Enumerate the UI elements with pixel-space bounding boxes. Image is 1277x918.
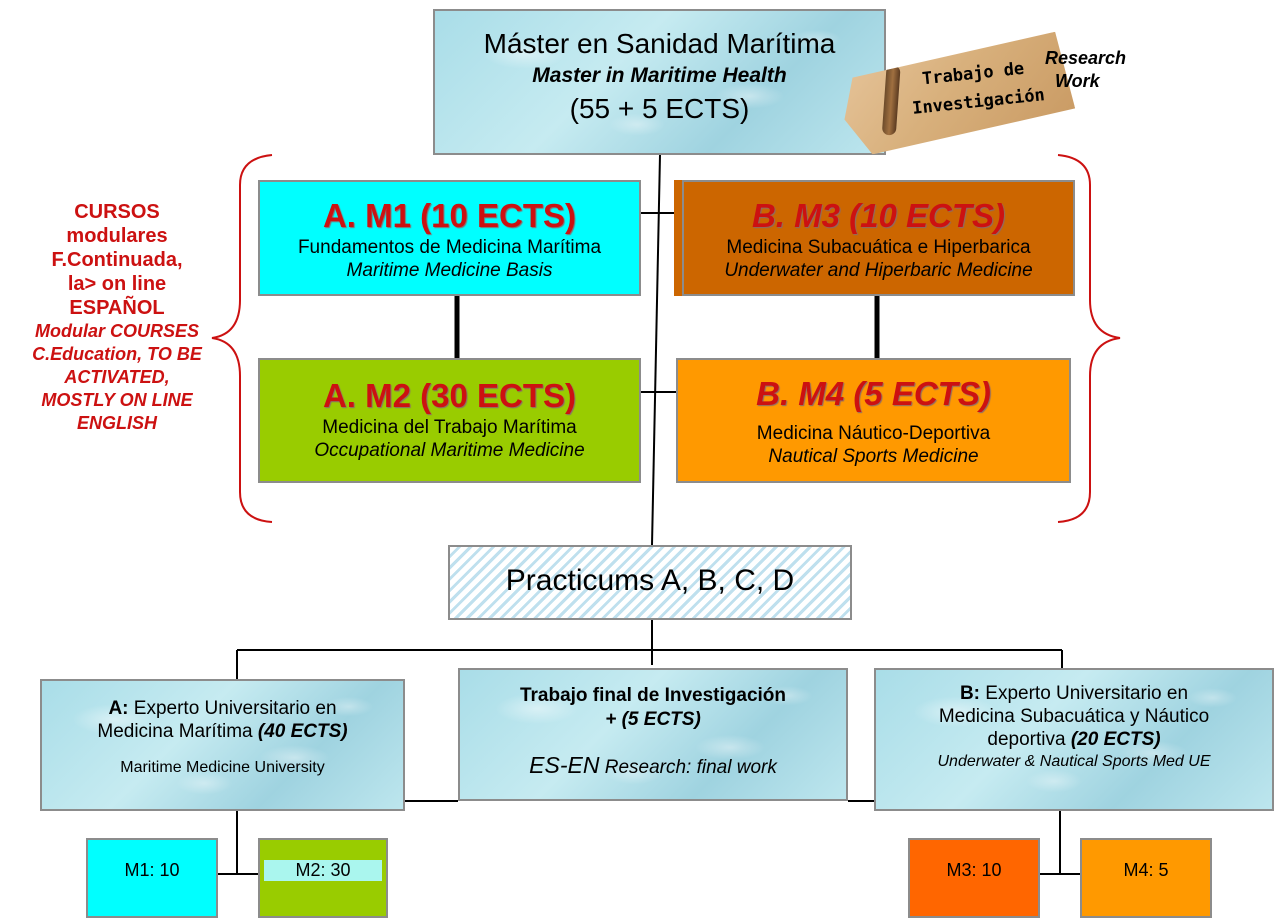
final-work-box: Trabajo final de Investigación + (5 ECTS…: [458, 668, 848, 801]
side-note-es-5: ESPAÑOL: [69, 297, 165, 319]
expert-a-line2: Medicina Marítima (40 ECTS): [42, 720, 403, 743]
bottom-m2-label: M2: 30: [264, 860, 382, 881]
module-m3-es: Medicina Subacuática e Hiperbarica: [726, 237, 1031, 258]
expert-a-prefix: A:: [108, 698, 129, 719]
module-m1-es: Fundamentos de Medicina Marítima: [297, 237, 602, 258]
expert-b-ects: (20 ECTS): [1070, 729, 1161, 750]
expert-b-text1: Experto Universitario en: [980, 683, 1189, 704]
bottom-m2-box: M2: 30: [258, 838, 388, 918]
expert-a-en: Maritime Medicine University: [120, 759, 325, 776]
expert-b-line3: deportiva (20 ECTS): [876, 728, 1272, 751]
expert-b-en: Underwater & Nautical Sports Med UE: [937, 753, 1211, 770]
module-m4-en: Nautical Sports Medicine: [768, 446, 979, 467]
module-m2-box: A. M2 (30 ECTS) Medicina del Trabajo Mar…: [258, 358, 641, 483]
module-m3-en: Underwater and Hiperbaric Medicine: [724, 260, 1033, 281]
module-m2-title: A. M2 (30 ECTS): [322, 377, 577, 414]
side-note-en-1: Modular COURSES: [34, 321, 199, 341]
expert-b-prefix: B:: [959, 683, 980, 704]
side-note-en-3: ACTIVATED,: [64, 367, 170, 387]
side-note-es-2: modulares: [66, 225, 168, 247]
module-m4-es: Medicina Náutico-Deportiva: [756, 423, 991, 444]
module-m3-title: B. M3 (10 ECTS): [751, 197, 1006, 234]
expert-b-text2: Medicina Subacuática y Náutico: [938, 706, 1210, 727]
research-note-en-line2: Work: [1055, 71, 1100, 91]
side-note-en-4: MOSTLY ON LINE: [41, 390, 193, 410]
expert-a-ects: (40 ECTS): [257, 721, 348, 742]
side-note-es-1: CURSOS: [74, 201, 160, 223]
expert-a-box: A: Experto Universitario en Medicina Mar…: [40, 679, 405, 811]
final-work-title: Trabajo final de Investigación: [519, 685, 787, 706]
practicums-box: Practicums A, B, C, D: [448, 545, 852, 620]
expert-a-text2: Medicina Marítima: [97, 721, 258, 742]
expert-a-text1: Experto Universitario en: [128, 698, 337, 719]
final-work-en: ES-EN Research: final work: [460, 752, 846, 779]
module-m4-box: B. M4 (5 ECTS) Medicina Náutico-Deportiv…: [676, 358, 1071, 483]
feather-quill-icon: [882, 65, 901, 136]
bottom-m3-label: M3: 10: [946, 860, 1002, 880]
module-m1-en: Maritime Medicine Basis: [346, 260, 553, 281]
bottom-m4-box: M4: 5: [1080, 838, 1212, 918]
final-work-en-text: Research: final work: [599, 757, 777, 778]
master-box: Máster en Sanidad Marítima Master in Mar…: [433, 9, 886, 155]
module-m1-box: A. M1 (10 ECTS) Fundamentos de Medicina …: [258, 180, 641, 296]
module-m4-title: B. M4 (5 ECTS): [756, 375, 991, 412]
master-ects: (55 + 5 ECTS): [569, 93, 750, 124]
expert-b-line1: B: Experto Universitario en: [876, 682, 1272, 705]
final-work-en-prefix: ES-EN: [529, 752, 600, 778]
expert-b-box: B: Experto Universitario en Medicina Sub…: [874, 668, 1274, 811]
side-note-en-5: ENGLISH: [76, 413, 157, 433]
side-note: CURSOS modulares F.Continuada, la> on li…: [2, 200, 232, 435]
final-work-ects: + (5 ECTS): [605, 709, 701, 730]
expert-a-line1: A: Experto Universitario en: [42, 697, 403, 720]
bottom-m1-box: M1: 10: [86, 838, 218, 918]
master-title-en: Master in Maritime Health: [532, 64, 787, 87]
module-m2-en: Occupational Maritime Medicine: [314, 440, 585, 461]
practicums-label: Practicums A, B, C, D: [505, 564, 795, 597]
bottom-m3-box: M3: 10: [908, 838, 1040, 918]
expert-b-text3: deportiva: [987, 729, 1071, 750]
bottom-m4-label: M4: 5: [1123, 860, 1169, 880]
module-m1-title: A. M1 (10 ECTS): [322, 197, 577, 234]
module-m2-es: Medicina del Trabajo Marítima: [322, 417, 577, 438]
side-note-en-2: C.Education, TO BE: [32, 344, 202, 364]
module-m3-box: B. M3 (10 ECTS) Medicina Subacuática e H…: [682, 180, 1075, 296]
side-note-es-3: F.Continuada,: [51, 249, 183, 271]
master-title-es: Máster en Sanidad Marítima: [483, 28, 836, 59]
research-note-en-line1: Research: [1045, 48, 1127, 68]
bottom-m1-label: M1: 10: [124, 860, 180, 880]
side-note-es-4: la> on line: [67, 273, 167, 295]
